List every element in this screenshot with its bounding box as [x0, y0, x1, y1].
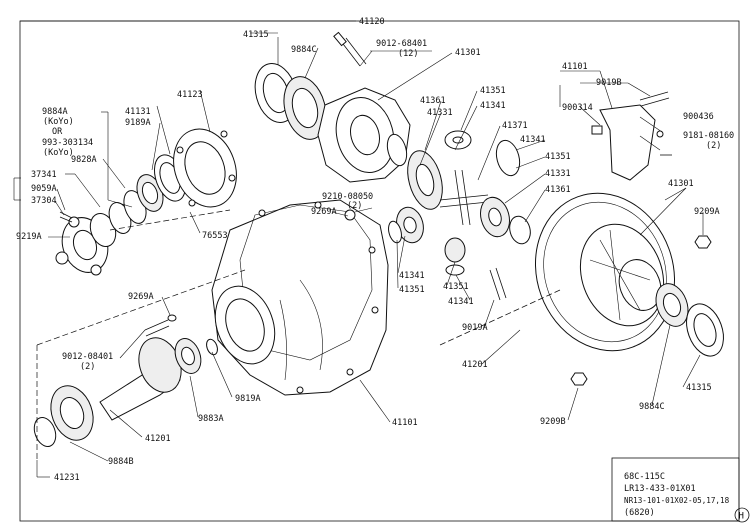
info-line-4: (6820): [624, 508, 655, 518]
label-41131: 41131: [125, 107, 151, 117]
label-41351-c: 41351: [399, 285, 425, 295]
label-9828a: 9828A: [71, 155, 97, 165]
label-993-303134-koyo: (KoYo): [43, 148, 74, 158]
label-9269a-mid: 9269A: [128, 292, 154, 302]
label-41101-right: 41101: [562, 62, 588, 72]
part-labels: 41315 9884C 9012-68401 (12) 41301 41101 …: [16, 30, 734, 483]
label-9012-08401-qty: (2): [80, 362, 95, 372]
label-9012-68401: 9012-68401: [376, 39, 427, 49]
label-41351-d: 41351: [443, 282, 469, 292]
label-900436: 900436: [683, 112, 714, 122]
drive-pinion-assembly: [33, 314, 218, 448]
label-41331-b: 41331: [545, 169, 571, 179]
label-41351-a: 41351: [480, 86, 506, 96]
label-9210-08050-qty: (2): [347, 201, 362, 211]
label-9019b: 9019B: [596, 78, 622, 88]
label-76553: 76553: [202, 231, 228, 241]
label-41341-d: 41341: [448, 297, 474, 307]
label-41315-bottom: 41315: [686, 383, 712, 393]
label-41351-b: 41351: [545, 152, 571, 162]
info-line-1: 68C-115C: [624, 472, 665, 482]
label-9819a: 9819A: [235, 394, 261, 404]
differential-case-assembly: [254, 31, 411, 183]
label-41341-b: 41341: [520, 135, 546, 145]
label-9189a: 9189A: [125, 118, 151, 128]
label-41361-a: 41361: [420, 96, 446, 106]
label-41123: 41123: [177, 90, 203, 100]
label-9181-08160: 9181-08160: [683, 131, 734, 141]
label-9884a-koyo: (KoYo): [43, 117, 74, 127]
label-41371: 41371: [502, 121, 528, 131]
label-900314: 900314: [562, 103, 593, 113]
leader-lines: [13, 32, 704, 478]
info-line-3: NR13-101-01X02-05,17,18: [624, 496, 730, 505]
label-9012-08401: 9012-08401: [62, 352, 113, 362]
differential-housing: [211, 199, 389, 396]
label-41201-right: 41201: [462, 360, 488, 370]
label-41301-top: 41301: [455, 48, 481, 58]
label-41341-a: 41341: [480, 101, 506, 111]
label-41101-bottom: 41101: [392, 418, 418, 428]
label-993-303134: 993-303134: [42, 138, 93, 148]
ring-gear-carrier: [489, 192, 724, 386]
label-9884a: 9884A: [42, 107, 68, 117]
label-41231: 41231: [54, 473, 80, 483]
label-9012-68401-qty: (12): [398, 49, 418, 59]
label-41315-top: 41315: [243, 30, 269, 40]
label-9059a: 9059A: [31, 184, 57, 194]
label-or: OR: [52, 127, 63, 137]
label-9181-08160-qty: (2): [706, 141, 721, 151]
bearing-cap: [591, 91, 672, 181]
corner-badge: H: [734, 507, 750, 523]
label-41201-bottom: 41201: [145, 434, 171, 444]
label-9209a-right: 9209A: [694, 207, 720, 217]
label-9884c-bottom: 9884C: [639, 402, 665, 412]
label-9269a-top: 9269A: [311, 207, 337, 217]
label-9219a: 9219A: [16, 232, 42, 242]
label-41120: 41120: [359, 17, 385, 27]
label-9883a: 9883A: [198, 414, 224, 424]
pinion-flange-assembly: [55, 128, 237, 276]
diagram-frame: [19, 20, 740, 522]
ring-and-pinion-gears: [344, 130, 531, 276]
label-9210-08050: 9210-08050: [322, 192, 373, 202]
info-box: 68C-115C LR13-433-01X01 NR13-101-01X02-0…: [611, 457, 740, 522]
label-41301-right: 41301: [668, 179, 694, 189]
label-41361-b: 41361: [545, 185, 571, 195]
label-9884c-top: 9884C: [291, 45, 317, 55]
label-41331-a: 41331: [427, 108, 453, 118]
label-37304: 37304: [31, 196, 57, 206]
label-9209b: 9209B: [540, 417, 566, 427]
label-37341: 37341: [31, 170, 57, 180]
label-41341-c: 41341: [399, 271, 425, 281]
info-line-2: LR13-433-01X01: [624, 484, 696, 494]
corner-badge-letter: H: [739, 512, 744, 522]
label-9884b: 9884B: [108, 457, 134, 467]
label-9019a: 9019A: [462, 323, 488, 333]
